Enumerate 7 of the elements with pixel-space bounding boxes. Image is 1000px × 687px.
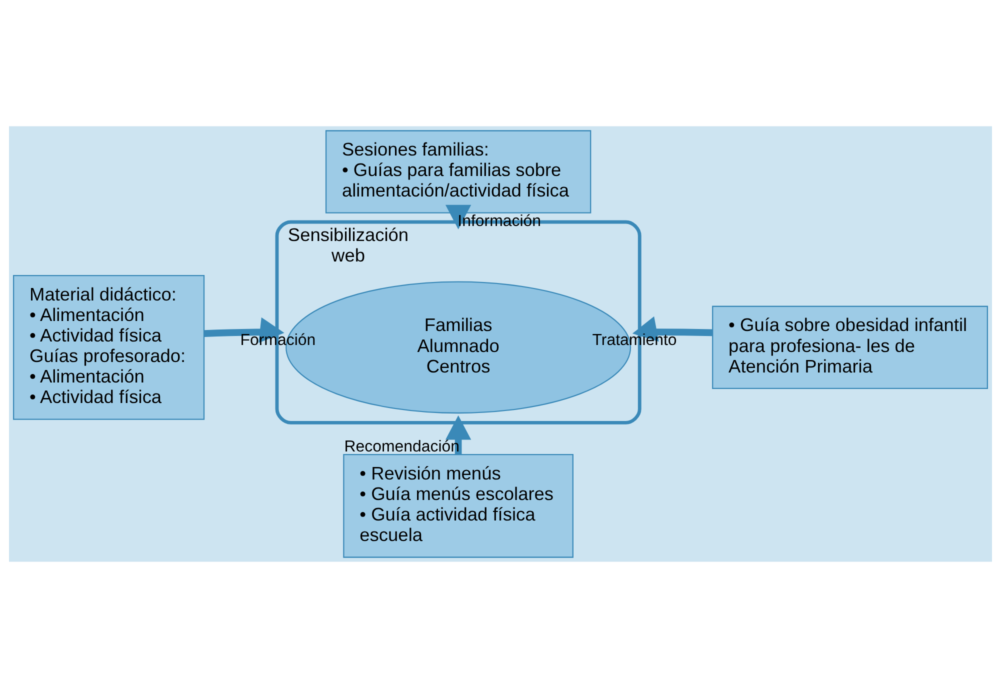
node-box: • Guía sobre obesidad infantil para profesiona- les de Atención Primaria (712, 305, 988, 389)
arrow (204, 316, 284, 342)
arrow (632, 316, 712, 342)
arrow (444, 204, 471, 229)
arrow (444, 414, 471, 454)
node-box: Material didáctico: • Alimentación • Actividad física Guías profesorado: • Alimentación • Actividad física (12, 274, 204, 420)
node-box: • Revisión menús • Guía menús escolares • Guía actividad física escuela (342, 454, 573, 558)
